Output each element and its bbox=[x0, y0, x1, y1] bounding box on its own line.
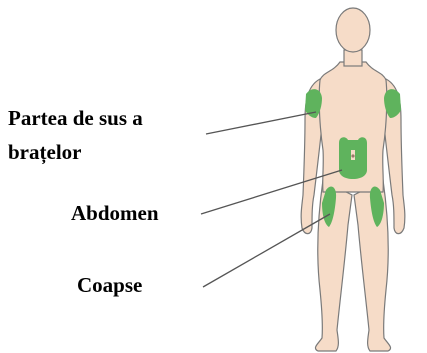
thighs-pointer bbox=[203, 214, 330, 287]
human-body-figure bbox=[301, 8, 405, 351]
upper-arms-label-line2: brațelor bbox=[8, 139, 81, 165]
abdomen-label: Abdomen bbox=[71, 200, 159, 226]
upper-arms-label-line1: Partea de sus a bbox=[8, 105, 143, 131]
upper-arms-pointer bbox=[206, 112, 316, 134]
head bbox=[336, 8, 370, 52]
navel bbox=[351, 154, 354, 157]
thighs-label: Coapse bbox=[77, 272, 142, 298]
